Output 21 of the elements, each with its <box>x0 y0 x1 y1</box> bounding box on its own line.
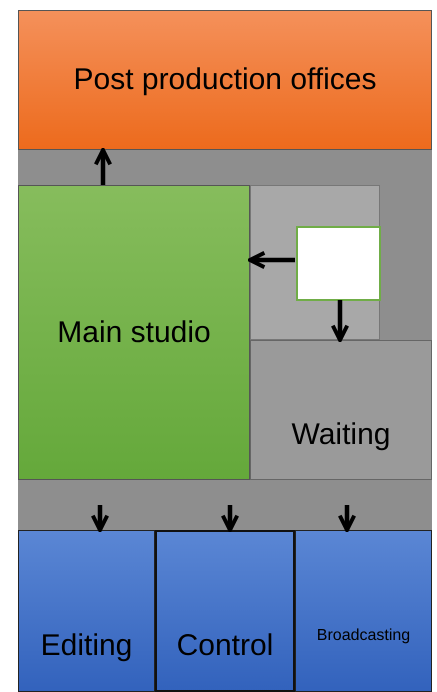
square-box <box>296 226 381 301</box>
room-label: Broadcasting <box>316 627 410 645</box>
room <box>250 185 380 340</box>
room-label: Post production offices <box>74 63 376 97</box>
arrow <box>220 505 240 532</box>
room-label: Waiting <box>292 418 390 452</box>
room <box>250 340 432 480</box>
arrow <box>330 300 350 342</box>
arrow <box>94 148 112 185</box>
room <box>295 530 432 692</box>
room <box>18 10 432 150</box>
room <box>18 185 250 480</box>
room-label: Control <box>176 629 274 663</box>
arrow <box>90 505 110 532</box>
room <box>18 530 155 692</box>
arrow <box>248 250 295 270</box>
room-label: Editing <box>40 629 132 663</box>
floor-plan-background <box>18 10 432 692</box>
arrow <box>338 505 356 532</box>
room <box>155 530 295 692</box>
room-label: Main studio <box>57 316 211 350</box>
